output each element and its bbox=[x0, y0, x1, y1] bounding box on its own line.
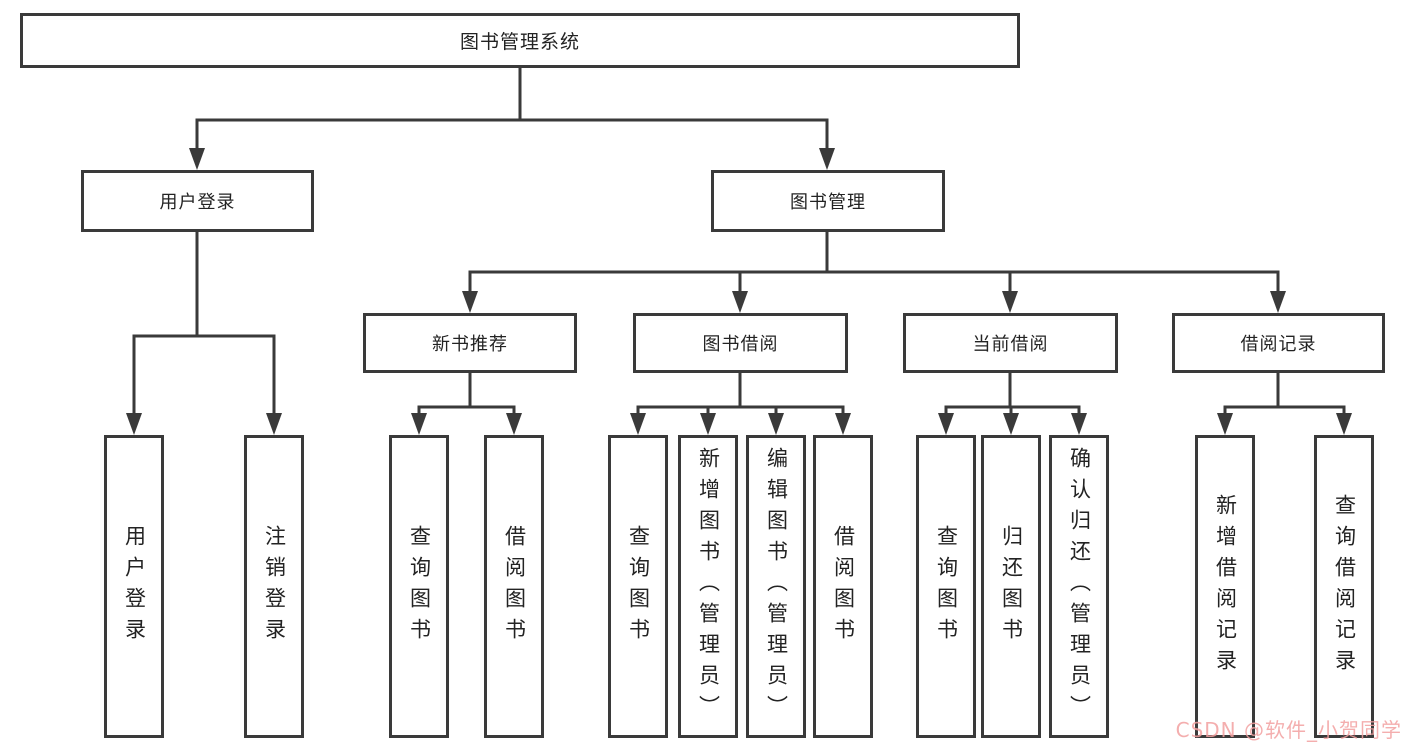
leaf-add-borrow-record: 新增借阅记录 bbox=[1195, 435, 1255, 738]
node-label: 新书推荐 bbox=[432, 334, 508, 355]
node-label: 图书借阅 bbox=[702, 334, 779, 355]
node-label: 借阅图书 bbox=[502, 524, 527, 649]
node-label: 用户登录 bbox=[159, 192, 236, 213]
node-book-borrowing: 图书借阅 bbox=[633, 313, 848, 373]
node-system-root: 图书管理系统 bbox=[20, 13, 1020, 68]
leaf-borrow-books: 借阅图书 bbox=[813, 435, 873, 738]
node-label: 图书管理系统 bbox=[459, 31, 580, 53]
node-label: 新增借阅记录 bbox=[1213, 493, 1238, 680]
node-label: 编辑图书（管理员） bbox=[764, 447, 789, 726]
leaf-return-books: 归还图书 bbox=[981, 435, 1041, 738]
leaf-query-books-recommend: 查询图书 bbox=[389, 435, 449, 738]
node-label: 借阅记录 bbox=[1240, 334, 1317, 355]
node-label: 查询借阅记录 bbox=[1332, 493, 1357, 680]
leaf-add-books-admin: 新增图书（管理员） bbox=[678, 435, 738, 738]
node-user-login: 用户登录 bbox=[81, 170, 314, 232]
node-label: 新增图书（管理员） bbox=[696, 447, 721, 726]
node-label: 查询图书 bbox=[934, 524, 959, 649]
leaf-confirm-return-admin: 确认归还（管理员） bbox=[1049, 435, 1109, 738]
node-label: 确认归还（管理员） bbox=[1067, 447, 1092, 726]
leaf-borrow-books-recommend: 借阅图书 bbox=[484, 435, 544, 738]
csdn-watermark: CSDN @软件_小贺同学 bbox=[1175, 718, 1402, 742]
node-label: 注销登录 bbox=[262, 524, 287, 649]
node-label: 借阅图书 bbox=[831, 524, 856, 649]
node-label: 当前借阅 bbox=[972, 334, 1049, 355]
node-label: 用户登录 bbox=[122, 524, 147, 649]
leaf-query-borrow-record: 查询借阅记录 bbox=[1314, 435, 1374, 738]
leaf-logout: 注销登录 bbox=[244, 435, 304, 738]
node-label: 归还图书 bbox=[999, 524, 1024, 649]
node-borrowing-records: 借阅记录 bbox=[1172, 313, 1385, 373]
leaf-edit-books-admin: 编辑图书（管理员） bbox=[746, 435, 806, 738]
node-current-borrowing: 当前借阅 bbox=[903, 313, 1118, 373]
node-label: 图书管理 bbox=[790, 192, 866, 213]
leaf-query-books-current: 查询图书 bbox=[916, 435, 976, 738]
node-book-management: 图书管理 bbox=[711, 170, 945, 232]
node-label: 查询图书 bbox=[626, 524, 651, 649]
leaf-user-login: 用户登录 bbox=[104, 435, 164, 738]
node-label: 查询图书 bbox=[407, 524, 432, 649]
leaf-query-books: 查询图书 bbox=[608, 435, 668, 738]
node-new-book-recommend: 新书推荐 bbox=[363, 313, 577, 373]
